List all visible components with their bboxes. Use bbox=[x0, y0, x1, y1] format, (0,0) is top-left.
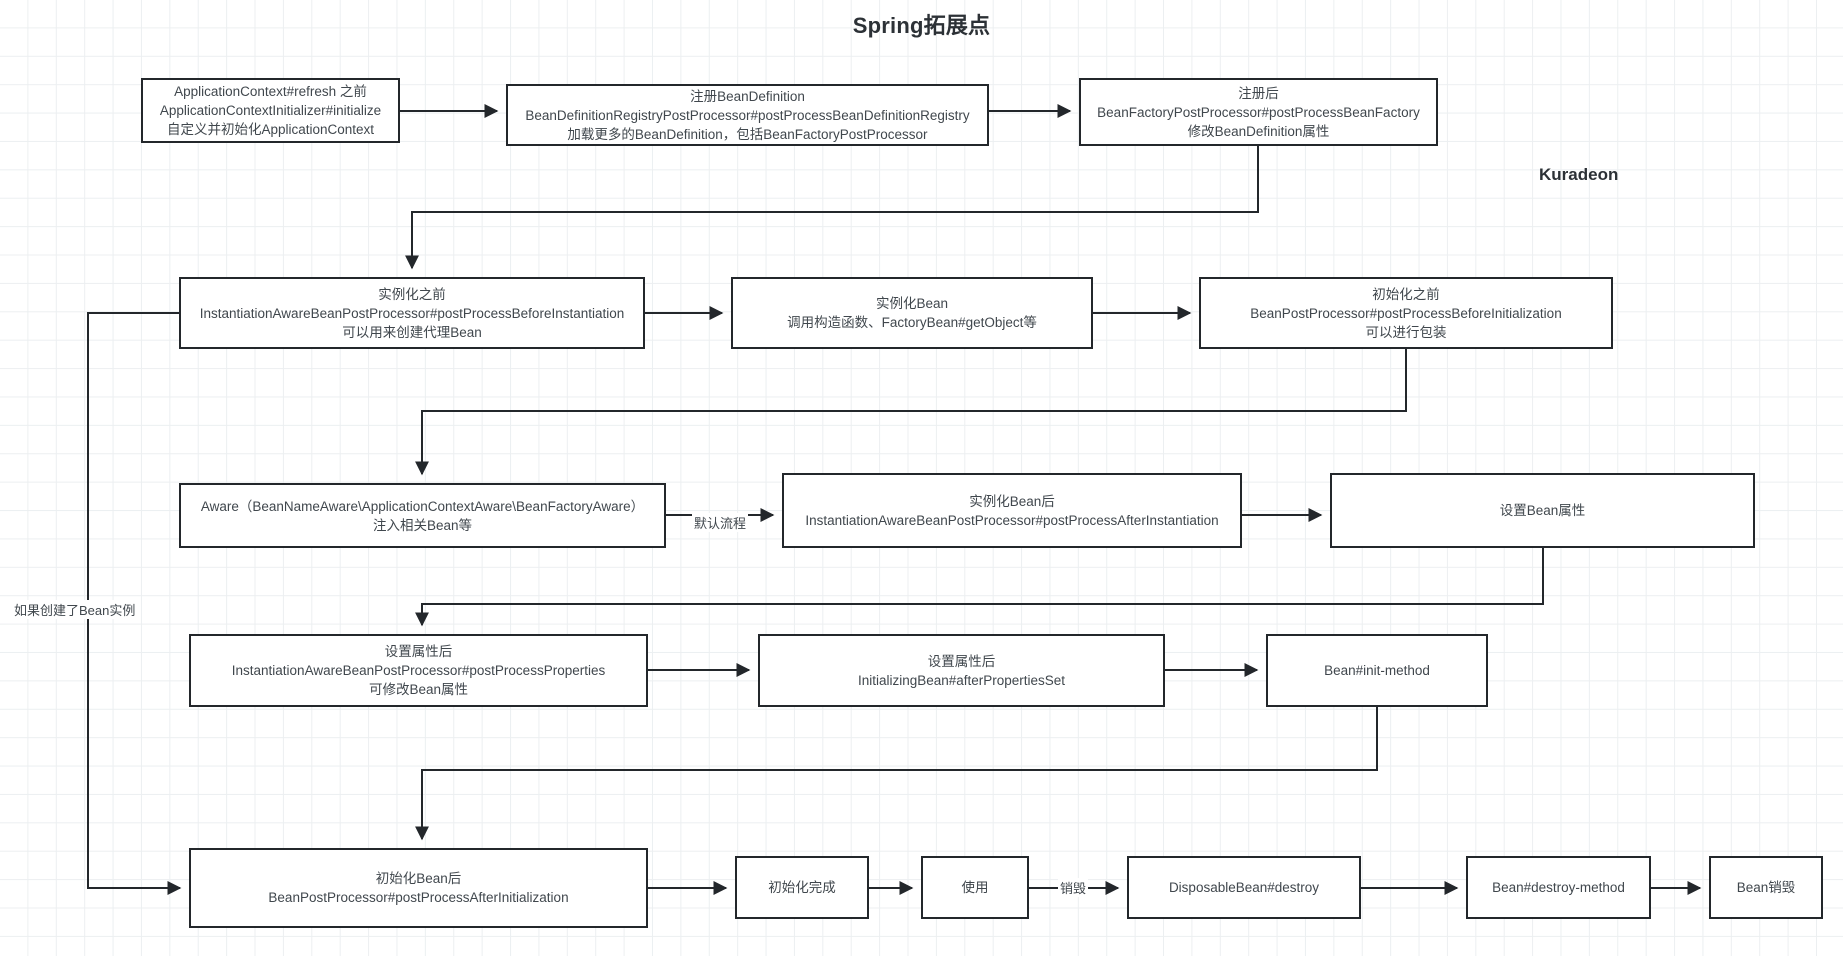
node-bean-post-processor-before-initialization[interactable]: 初始化之前 BeanPostProcessor#postProcessBefor… bbox=[1199, 277, 1613, 349]
edge-label-default-flow: 默认流程 bbox=[692, 513, 749, 532]
node-application-context-initializer[interactable]: ApplicationContext#refresh 之前 Applicatio… bbox=[141, 78, 400, 143]
node-bean-init-method[interactable]: Bean#init-method bbox=[1266, 634, 1488, 707]
node-bean-factory-post-processor[interactable]: 注册后 BeanFactoryPostProcessor#postProcess… bbox=[1079, 78, 1438, 146]
node-bean-post-processor-after-initialization[interactable]: 初始化Bean后 BeanPostProcessor#postProcessAf… bbox=[189, 848, 648, 928]
node-aware-interfaces[interactable]: Aware（BeanNameAware\ApplicationContextAw… bbox=[179, 483, 666, 548]
edge-n6-n7 bbox=[415, 349, 1407, 476]
edge-n12-n13 bbox=[415, 707, 1378, 841]
node-instantiation-aware-after-instantiation[interactable]: 实例化Bean后 InstantiationAwareBeanPostProce… bbox=[782, 473, 1242, 548]
page-title: Spring拓展点 bbox=[852, 13, 991, 38]
node-initializing-bean-after-properties-set[interactable]: 设置属性后 InitializingBean#afterPropertiesSe… bbox=[758, 634, 1165, 707]
node-instantiation-aware-before-instantiation[interactable]: 实例化之前 InstantiationAwareBeanPostProcesso… bbox=[179, 277, 645, 349]
edge-label-destroy: 销毁 bbox=[1058, 878, 1089, 897]
node-instantiation-aware-post-process-properties[interactable]: 设置属性后 InstantiationAwareBeanPostProcesso… bbox=[189, 634, 648, 707]
node-bean-destroy-method[interactable]: Bean#destroy-method bbox=[1466, 856, 1651, 919]
node-bean-definition-registry-post-processor[interactable]: 注册BeanDefinition BeanDefinitionRegistryP… bbox=[506, 84, 989, 146]
node-disposable-bean-destroy[interactable]: DisposableBean#destroy bbox=[1127, 856, 1361, 919]
edge-label-if-bean-created: 如果创建了Bean实例 bbox=[12, 600, 138, 619]
node-initialization-complete[interactable]: 初始化完成 bbox=[735, 856, 869, 919]
edge-n9-n10 bbox=[415, 548, 1544, 627]
edge-n3-n4 bbox=[405, 146, 1259, 270]
node-instantiate-bean[interactable]: 实例化Bean 调用构造函数、FactoryBean#getObject等 bbox=[731, 277, 1093, 349]
node-use-bean[interactable]: 使用 bbox=[921, 856, 1029, 919]
author-watermark: Kuradeon bbox=[1539, 165, 1619, 184]
node-bean-destroyed[interactable]: Bean销毁 bbox=[1709, 856, 1823, 919]
node-set-bean-properties[interactable]: 设置Bean属性 bbox=[1330, 473, 1755, 548]
